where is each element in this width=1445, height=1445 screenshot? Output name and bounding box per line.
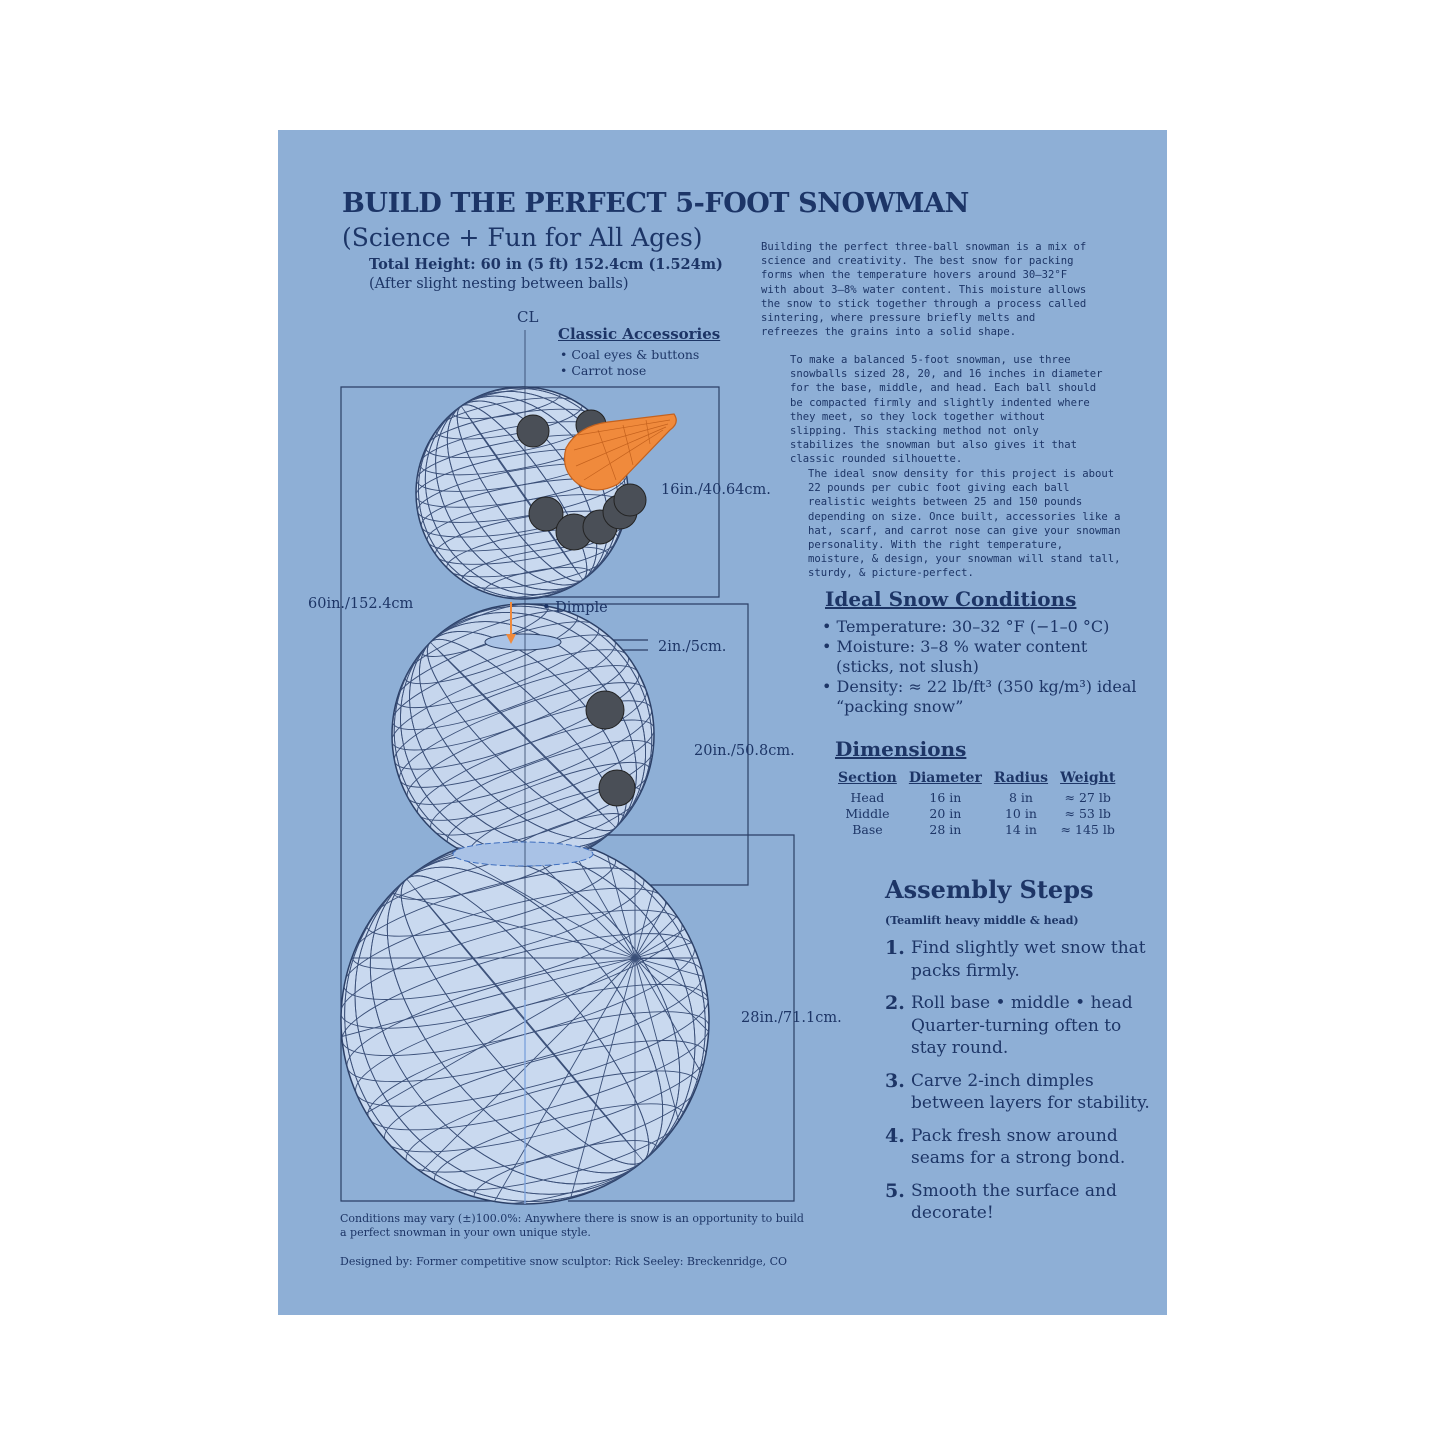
poster-subtitle: (Science + Fun for All Ages)	[342, 223, 703, 252]
table-cell: 8 in	[1008, 790, 1033, 805]
assembly-step: 4. Pack fresh snow around seams for a str…	[885, 1125, 1155, 1170]
table-row: Middle 20 in 10 in ≈ 53 lb	[832, 806, 1121, 822]
footer-credit: Designed by: Former competitive snow scu…	[340, 1255, 788, 1268]
condition-item: Temperature: 30–32 °F (−1–0 °C)	[822, 617, 1142, 637]
column-header: Section	[838, 770, 897, 786]
conditions-title: Ideal Snow Conditions	[825, 587, 1077, 611]
accessories-list: Coal eyes & buttons Carrot nose	[560, 347, 699, 378]
step-number: 1.	[885, 937, 905, 959]
table-cell: 16 in	[929, 790, 962, 805]
table-cell: Base	[852, 822, 883, 837]
table-cell: 14 in	[1004, 822, 1037, 837]
column-header: Diameter	[908, 770, 982, 786]
step-text: Find slightly wet snow that packs firmly…	[911, 938, 1146, 981]
carrot-nose	[563, 413, 677, 491]
step-number: 4.	[885, 1124, 905, 1147]
coal-mouth-5	[613, 483, 647, 517]
condition-item: Density: ≈ 22 lb/ft³ (350 kg/m³) ideal “…	[822, 677, 1142, 717]
intro-paragraph-1: Building the perfect three-ball snowman …	[761, 241, 1087, 339]
poster: BUILD THE PERFECT 5-FOOT SNOWMAN (Scienc…	[278, 130, 1167, 1315]
column-header: Radius	[993, 770, 1049, 786]
assembly-title: Assembly Steps	[885, 875, 1094, 904]
dimensions-title: Dimensions	[835, 737, 967, 761]
assembly-step: 1. Find slightly wet snow that packs firm…	[885, 937, 1155, 982]
table-cell: 10 in	[1004, 806, 1037, 821]
step-text: Smooth the surface and decorate!	[911, 1180, 1117, 1224]
dimple-depth-label: 2in./5cm.	[658, 639, 727, 655]
table-cell: 20 in	[929, 806, 962, 821]
assembly-step: 2. Roll base • middle • head Quarter-turn…	[885, 992, 1155, 1060]
table-row: Base 28 in 14 in ≈ 145 lb	[832, 822, 1121, 838]
assembly-step: 3. Carve 2-inch dimples between layers fo…	[885, 1070, 1155, 1115]
coal-button-2	[598, 769, 636, 807]
table-row: Head 16 in 8 in ≈ 27 lb	[832, 790, 1121, 806]
total-bracket	[340, 386, 525, 1202]
accessory-item: Coal eyes & buttons	[560, 347, 699, 363]
accessory-item: Carrot nose	[560, 363, 699, 379]
column-header: Weight	[1060, 770, 1116, 786]
step-number: 3.	[885, 1069, 905, 1092]
snowman-diagram	[340, 330, 795, 1205]
step-number: 2.	[885, 992, 905, 1014]
table-cell: 28 in	[929, 822, 962, 837]
assembly-step: 5. Smooth the surface and decorate!	[885, 1180, 1155, 1225]
coal-pieces	[516, 409, 647, 807]
footer-disclaimer: Conditions may vary (±)100.0%: Anywhere …	[340, 1212, 804, 1239]
step-text: Pack fresh snow around seams for a stron…	[911, 1125, 1126, 1169]
centerline-label: CL	[517, 308, 539, 326]
coal-button-1	[585, 690, 625, 730]
lower-dimple	[452, 841, 594, 867]
assembly-steps: 1. Find slightly wet snow that packs firm…	[885, 937, 1155, 1235]
table-cell: Middle	[845, 806, 890, 821]
step-text: Roll base • middle • head Quarter-turnin…	[911, 993, 1133, 1058]
head-dimension-label: 16in./40.64cm.	[661, 482, 771, 498]
middle-ball	[391, 603, 655, 867]
dimensions-table: Section Diameter Radius Weight Head 16 i…	[832, 770, 1121, 838]
upper-dimple	[484, 633, 562, 651]
accessories-title: Classic Accessories	[558, 325, 721, 343]
base-bracket	[568, 834, 795, 1202]
table-cell: ≈ 53 lb	[1064, 806, 1111, 821]
intro-paragraph-2: To make a balanced 5-foot snowman, use t…	[790, 354, 1103, 466]
head-bracket	[522, 386, 720, 598]
total-height: Total Height: 60 in (5 ft) 152.4cm (1.52…	[369, 256, 723, 273]
coal-eye-left	[516, 414, 550, 448]
table-cell: ≈ 27 lb	[1064, 790, 1111, 805]
total-dimension-label: 60in./152.4cm	[308, 596, 414, 612]
step-number: 5.	[885, 1179, 905, 1202]
intro-paragraph-3: The ideal snow density for this project …	[808, 468, 1121, 580]
poster-title: BUILD THE PERFECT 5-FOOT SNOWMAN	[342, 188, 969, 219]
dimple-label: • Dimple	[542, 600, 608, 616]
assembly-subtitle: (Teamlift heavy middle & head)	[885, 914, 1079, 927]
base-dimension-label: 28in./71.1cm.	[741, 1010, 842, 1026]
nesting-note: (After slight nesting between balls)	[369, 276, 629, 292]
middle-dimension-label: 20in./50.8cm.	[694, 743, 795, 759]
step-text: Carve 2-inch dimples between layers for …	[911, 1070, 1150, 1114]
dimple-arrow	[506, 602, 516, 644]
condition-item: Moisture: 3–8 % water content (sticks, n…	[822, 637, 1142, 677]
conditions-list: Temperature: 30–32 °F (−1–0 °C) Moisture…	[822, 617, 1142, 717]
coal-mouth-1	[528, 496, 564, 532]
table-cell: ≈ 145 lb	[1060, 822, 1115, 837]
table-cell: Head	[850, 790, 885, 805]
